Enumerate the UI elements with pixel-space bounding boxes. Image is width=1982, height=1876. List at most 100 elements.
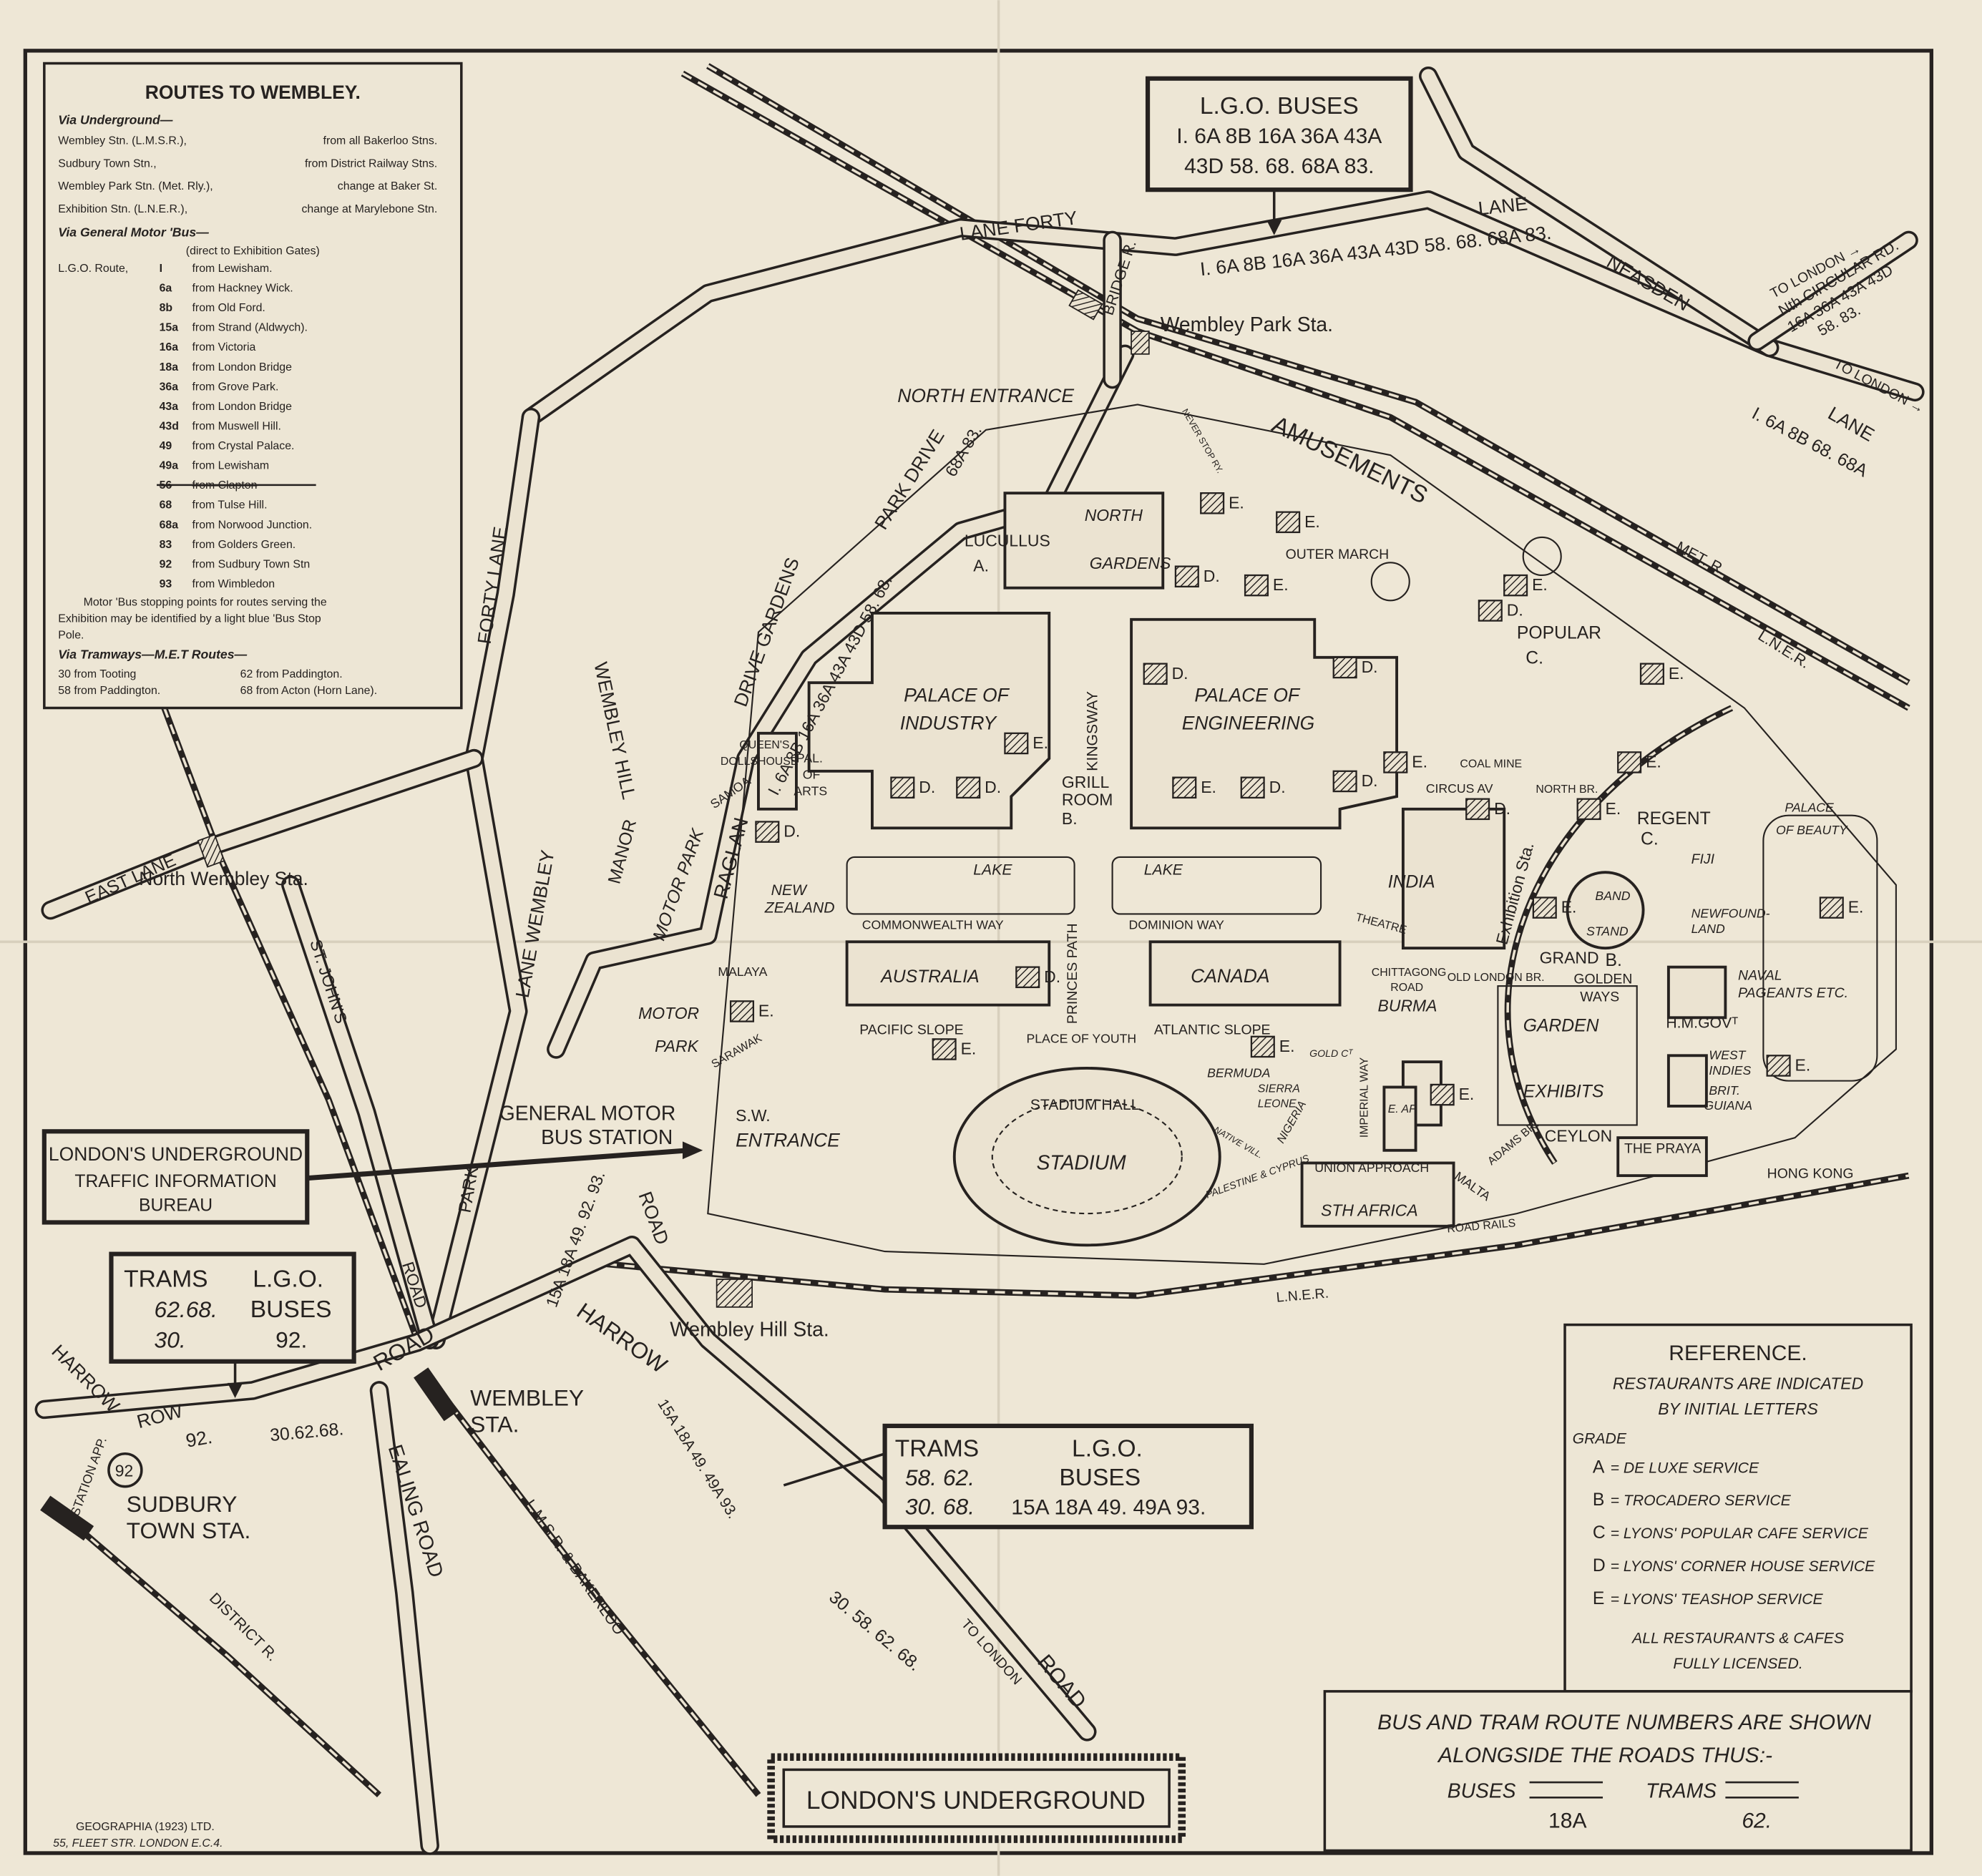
grade-letter: C — [1593, 1523, 1606, 1543]
newfoundland-1-label: NEWFOUND- — [1691, 907, 1770, 921]
popular-label: POPULAR — [1517, 623, 1601, 643]
grade-description: = DE LUXE SERVICE — [1611, 1460, 1759, 1476]
restaurant-letter: D. — [919, 778, 935, 796]
newfoundland-2-label: LAND — [1691, 922, 1725, 936]
route-92-badge — [107, 1452, 143, 1488]
bus-route-number: 93 — [160, 578, 172, 590]
grade-letter: D — [1593, 1556, 1606, 1575]
licensed-note: ALL RESTAURANTS & CAFES — [1631, 1631, 1844, 1647]
restaurant-block — [1174, 565, 1199, 588]
palace-industry-2-label: INDUSTRY — [900, 713, 998, 734]
bus-route-origin: from Norwood Junction. — [192, 519, 313, 531]
bus-route-origin: from Grove Park. — [192, 381, 279, 393]
palace-eng-2-label: ENGINEERING — [1182, 713, 1314, 734]
restaurant-block — [1532, 897, 1557, 919]
restaurant-letter: D. — [1494, 799, 1510, 818]
palace-eng-1-label: PALACE OF — [1194, 685, 1301, 706]
wembley-park-sta-label: Wembley Park Sta. — [1161, 313, 1333, 336]
restaurant-letter: D. — [1172, 664, 1188, 683]
palace-beauty-2-label: OF BEAUTY — [1776, 823, 1848, 837]
restaurant-letter: E. — [1279, 1037, 1295, 1055]
fiji-label: FIJI — [1691, 851, 1715, 867]
india-label: INDIA — [1388, 872, 1435, 891]
restaurant-letter: D. — [1044, 967, 1060, 986]
restaurant-block — [1200, 492, 1225, 514]
chittagong-2-label: ROAD — [1390, 982, 1423, 994]
restaurant-letter: E. — [1273, 575, 1289, 594]
bus-route-origin: from Lewisham — [192, 460, 270, 472]
bus-heading: Via General Motor 'Bus— — [58, 225, 209, 240]
australia-label: AUSTRALIA — [879, 967, 979, 987]
buses-example-label: BUSES — [1448, 1779, 1516, 1802]
circus-av-label: CIRCUS AV — [1426, 781, 1493, 796]
old-london-br-label: OLD LONDON BR. — [1448, 972, 1545, 984]
restaurant-letter: E. — [1669, 664, 1684, 683]
sudbury-1-label: SUDBURY — [127, 1491, 238, 1517]
place-of-youth-label: PLACE OF YOUTH — [1026, 1032, 1136, 1046]
bus-route-origin: from Lewisham. — [192, 263, 273, 275]
railways — [48, 63, 1910, 1797]
reference-legend: REFERENCE. RESTAURANTS ARE INDICATED BY … — [1563, 1323, 1913, 1693]
motor-park-2a-label: MOTOR — [638, 1004, 699, 1022]
grade-description: = LYONS' TEASHOP SERVICE — [1611, 1591, 1824, 1608]
lgo-buses-box-top: L.G.O. BUSES I. 6A 8B 16A 36A 43A 43D 58… — [1145, 76, 1413, 235]
bus-route-origin: from Strand (Aldwych). — [192, 322, 308, 334]
canada-label: CANADA — [1191, 965, 1269, 987]
pal-arts-2-label: OF — [803, 767, 821, 781]
bus-route-number: 68a — [160, 519, 179, 531]
coal-mine-label: COAL MINE — [1460, 758, 1522, 771]
lgo-box-routes-1: I. 6A 8B 16A 36A 43A — [1176, 124, 1382, 148]
brit-guiana-1-label: BRIT. — [1709, 1083, 1740, 1098]
sth-africa-label: STH AFRICA — [1321, 1201, 1418, 1220]
restaurant-block — [956, 776, 981, 799]
lgo-label: L.G.O. — [253, 1266, 323, 1293]
restaurant-block — [1332, 770, 1357, 793]
grade-letter: E — [1593, 1589, 1605, 1608]
burma-label: BURMA — [1378, 996, 1437, 1015]
map-border — [23, 49, 1933, 1855]
tram-routes: 30. — [155, 1327, 186, 1352]
reference-title: REFERENCE. — [1669, 1342, 1807, 1365]
restaurant-letter: E. — [1201, 778, 1216, 796]
route-92-badge-label: 92 — [115, 1462, 134, 1480]
exhibits-label: EXHIBITS — [1523, 1083, 1604, 1102]
imprint: GEOGRAPHIA (1923) LTD. — [76, 1821, 215, 1833]
restaurant-letter: D. — [985, 778, 1001, 796]
underground-detail: change at Baker St. — [338, 180, 437, 192]
dollshouse-2-label: DOLLSHOUSE — [721, 756, 799, 768]
wembley-sta-1-label: WEMBLEY — [470, 1385, 584, 1411]
trams-buses-box-left: TRAMS 62.68. 30. L.G.O. BUSES 92. — [109, 1251, 356, 1399]
bus-station-1-label: GENERAL MOTOR — [499, 1101, 675, 1124]
bus-route-origin: from Old Ford. — [192, 302, 265, 314]
e-af-label: E. AF. — [1388, 1103, 1417, 1115]
grade-letter: B — [1593, 1490, 1605, 1510]
wembley-hill-sta-label: Wembley Hill Sta. — [670, 1317, 829, 1340]
hm-govt-label: H.M.GOVᵀ — [1666, 1015, 1738, 1031]
bus-route-number: I — [160, 263, 162, 275]
restaurant-markers: D.E.E.E.E.E.D.E.E.D.D.D.D.E.D.D.E.E.E.D.… — [729, 492, 1863, 1106]
bus-route-number: 15a — [160, 322, 179, 334]
bus-route-number: 18a — [160, 361, 179, 373]
tram-route: 68 from Acton (Horn Lane). — [240, 685, 377, 697]
restaurant-letter: E. — [961, 1040, 977, 1058]
restaurant-letter: E. — [1795, 1055, 1811, 1074]
londons-underground-logo: LONDON'S UNDERGROUND — [767, 1753, 1186, 1843]
commonwealth-way-label: COMMONWEALTH WAY — [862, 918, 1004, 932]
underground-detail: from all Bakerloo Stns. — [323, 135, 438, 147]
naval-1-label: NAVAL — [1738, 967, 1782, 983]
underground-detail: change at Marylebone Stn. — [301, 203, 437, 215]
chittagong-1-label: CHITTAGONG — [1372, 967, 1447, 979]
bureau-line-1: LONDON'S UNDERGROUND — [49, 1143, 303, 1165]
north-gardens-1-label: NORTH — [1085, 506, 1143, 524]
bus-station-2-label: BUS STATION — [541, 1125, 673, 1148]
pacific-slope-label: PACIFIC SLOPE — [859, 1022, 963, 1037]
golden-1-label: GOLDEN — [1573, 972, 1632, 987]
pal-arts-1-label: PAL. — [796, 751, 823, 765]
bus-route-origin: from Crystal Palace. — [192, 440, 295, 452]
routes-to-wembley-panel: ROUTES TO WEMBLEY.Via Underground—Wemble… — [43, 62, 463, 710]
arrow-right-icon — [682, 1141, 703, 1160]
bus-route-number: 8b — [160, 302, 173, 314]
restaurant-block — [1015, 966, 1040, 989]
grand-label: GRAND — [1540, 948, 1599, 967]
tram-routes: 62.68. — [155, 1296, 218, 1322]
